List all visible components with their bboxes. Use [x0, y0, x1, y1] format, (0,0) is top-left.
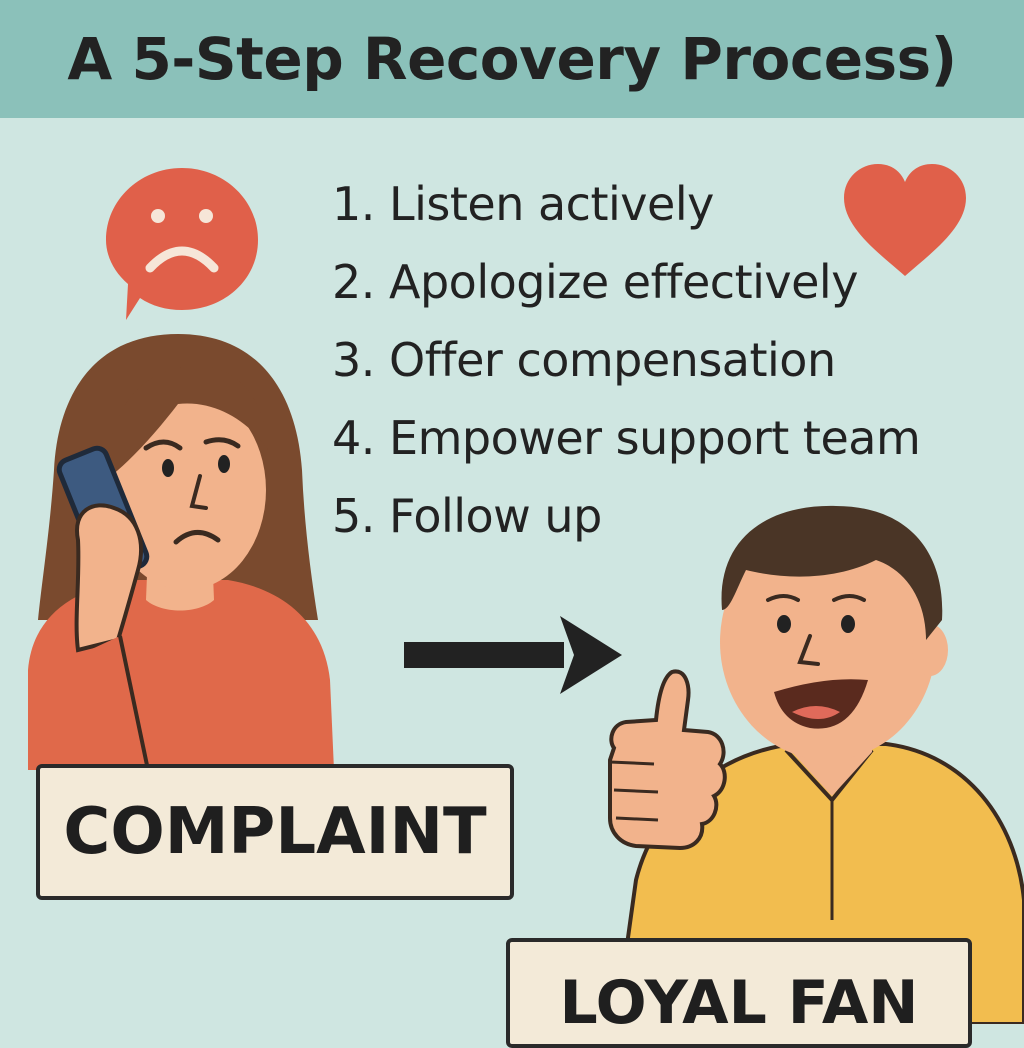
loyal-fan-label: LOYAL FAN [506, 938, 972, 1048]
steps-list: 1. Listen actively 2. Apologize effectiv… [332, 172, 921, 562]
complaint-label: COMPLAINT [36, 764, 514, 900]
step-item: 1. Listen actively [332, 177, 714, 231]
heart-icon [844, 164, 966, 276]
title-banner: A 5-Step Recovery Process) [0, 0, 1024, 118]
step-item: 5. Follow up [332, 489, 602, 543]
page-title: A 5-Step Recovery Process) [67, 25, 957, 93]
step-item: 4. Empower support team [332, 411, 921, 465]
step-item: 3. Offer compensation [332, 333, 836, 387]
step-item: 2. Apologize effectively [332, 255, 858, 309]
right-arrow-icon [404, 616, 622, 694]
woman-on-phone-illustration [28, 334, 334, 770]
sad-face-speech-bubble-icon [106, 168, 258, 320]
